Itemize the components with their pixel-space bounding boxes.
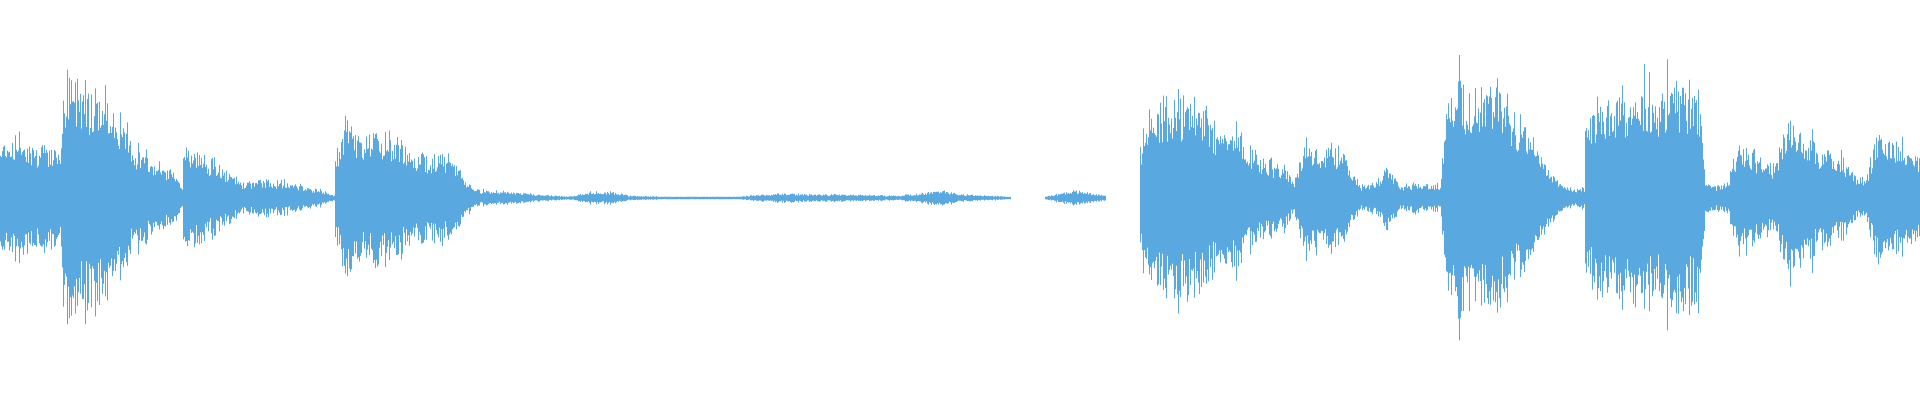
waveform-samples [1140, 89, 1296, 314]
waveform-samples [335, 115, 571, 277]
waveform-samples [1585, 59, 1731, 331]
audio-clip-2[interactable] [183, 147, 336, 248]
audio-clip-3[interactable] [335, 115, 571, 277]
waveform-samples [0, 69, 184, 325]
audio-clip-10[interactable] [1730, 120, 1920, 287]
audio-clip-9[interactable] [1585, 59, 1731, 331]
audio-clip-7[interactable] [1140, 89, 1296, 314]
audio-clip-5[interactable] [740, 190, 1011, 206]
audio-clip-4[interactable] [570, 191, 741, 205]
waveform-samples [1295, 55, 1586, 341]
waveform-samples [1730, 120, 1920, 287]
waveform-layer [0, 55, 1920, 341]
waveform-samples [183, 147, 336, 248]
audio-clip-8[interactable] [1295, 55, 1586, 341]
waveform-samples [740, 190, 1011, 206]
audio-clip-6[interactable] [1045, 190, 1106, 206]
waveform-samples [570, 191, 741, 205]
waveform-samples [1045, 190, 1106, 206]
audio-clip-1[interactable] [0, 69, 184, 325]
